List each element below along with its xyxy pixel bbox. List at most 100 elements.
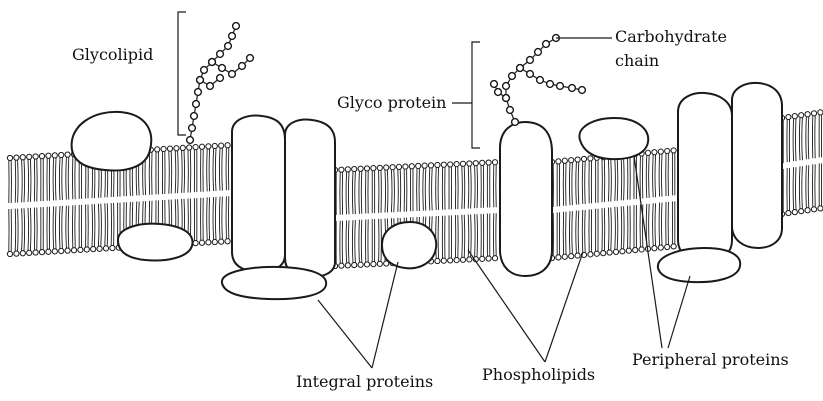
glycoprotein-chain-bead bbox=[543, 41, 550, 48]
phospholipid-head bbox=[39, 250, 44, 255]
phospholipid-head bbox=[575, 253, 580, 258]
phospholipid-tail bbox=[808, 165, 809, 207]
carbohydrate-label-line2: chain bbox=[615, 52, 659, 70]
phospholipid-tail bbox=[59, 158, 60, 200]
embedded-protein-center bbox=[382, 222, 436, 268]
phospholipid-tail bbox=[432, 168, 433, 210]
phospholipid-head bbox=[59, 248, 64, 253]
phospholipid-tail bbox=[215, 149, 216, 191]
phospholipid-tail bbox=[569, 163, 570, 205]
phospholipid-tail bbox=[649, 204, 650, 246]
phospholipids-label: Phospholipids bbox=[482, 366, 595, 384]
phospholipid-tail bbox=[213, 149, 214, 191]
phospholipid-head bbox=[428, 163, 433, 168]
phospholipid-tail bbox=[348, 172, 349, 214]
glycoprotein-chain-bead bbox=[517, 65, 524, 72]
phospholipid-head bbox=[460, 161, 465, 166]
phospholipid-tail bbox=[799, 166, 800, 208]
phospholipid-tail bbox=[608, 208, 609, 250]
peripheral-protein-bottom-left bbox=[118, 224, 193, 261]
phospholipid-head bbox=[473, 161, 478, 166]
phospholipid-head bbox=[193, 241, 198, 246]
phospholipid-head bbox=[818, 110, 823, 115]
phospholipid-head bbox=[199, 144, 204, 149]
phospholipid-head bbox=[33, 154, 38, 159]
phospholipid-head bbox=[358, 166, 363, 171]
peripheral-leader-1 bbox=[634, 156, 662, 348]
phospholipid-tail bbox=[425, 168, 426, 210]
phospholipid-head bbox=[626, 248, 631, 253]
glycoprotein-chain-bead bbox=[491, 81, 498, 88]
phospholipid-head bbox=[556, 159, 561, 164]
phospholipid-head bbox=[65, 248, 70, 253]
phospholipid-head bbox=[620, 249, 625, 254]
glycoprotein-bracket bbox=[472, 42, 480, 148]
phospholipid-head bbox=[448, 162, 453, 167]
phospholipid-head bbox=[27, 250, 32, 255]
phospholipid-head bbox=[575, 157, 580, 162]
phospholipid-tail bbox=[101, 204, 102, 246]
phospholipid-head bbox=[645, 150, 650, 155]
phospholipid-head bbox=[371, 262, 376, 267]
phospholipid-tail bbox=[617, 207, 618, 249]
phospholipid-tail bbox=[348, 220, 349, 262]
phospholipid-tail bbox=[615, 159, 616, 201]
phospholipid-head bbox=[384, 165, 389, 170]
phospholipid-head bbox=[7, 251, 12, 256]
phospholipid-head bbox=[193, 145, 198, 150]
phospholipid-head bbox=[371, 166, 376, 171]
phospholipid-tail bbox=[569, 211, 570, 253]
phospholipid-head bbox=[219, 239, 224, 244]
phospholipid-tail bbox=[578, 162, 579, 204]
glycolipid-chain-bead bbox=[229, 71, 236, 78]
phospholipid-head bbox=[97, 246, 102, 251]
glycolipid-chain-bead bbox=[217, 51, 224, 58]
phospholipid-head bbox=[480, 256, 485, 261]
phospholipid-head bbox=[665, 244, 670, 249]
phospholipid-head bbox=[110, 245, 115, 250]
phospholipid-head bbox=[454, 258, 459, 263]
phospholipid-head bbox=[799, 113, 804, 118]
phospholipid-head bbox=[7, 155, 12, 160]
phospholipid-head bbox=[562, 158, 567, 163]
phospholipid-head bbox=[39, 154, 44, 159]
phospholipid-head bbox=[78, 247, 83, 252]
phospholipid-tail bbox=[423, 168, 424, 210]
phospholipid-head bbox=[14, 251, 19, 256]
phospholipid-tail bbox=[808, 117, 809, 159]
phospholipid-head bbox=[339, 263, 344, 268]
phospholipid-tail bbox=[184, 150, 185, 192]
phospholipid-tail bbox=[22, 160, 23, 202]
phospholipid-tail bbox=[576, 162, 577, 204]
phospholipid-head bbox=[377, 165, 382, 170]
phospholipid-head bbox=[180, 145, 185, 150]
phospholipid-head bbox=[588, 156, 593, 161]
phospholipid-head bbox=[219, 143, 224, 148]
phospholipid-head bbox=[581, 156, 586, 161]
phospholipid-head bbox=[818, 206, 823, 211]
phospholipid-tail bbox=[394, 170, 395, 212]
peripheral-protein-top-right bbox=[579, 118, 648, 159]
glycoprotein-chain-bead bbox=[495, 89, 502, 96]
phospholipid-tail bbox=[471, 166, 472, 208]
phospholipid-tail bbox=[611, 208, 612, 250]
phospholipid-tail bbox=[799, 118, 800, 160]
phospholipid-head bbox=[799, 209, 804, 214]
phospholipid-head bbox=[454, 162, 459, 167]
phospholipid-tail bbox=[655, 155, 656, 197]
phospholipid-head bbox=[225, 239, 230, 244]
glycoprotein-chain-bead bbox=[527, 71, 534, 78]
phospholipid-tail bbox=[105, 203, 106, 245]
phospholipid-tail bbox=[215, 197, 216, 239]
phospholipid-tail bbox=[68, 206, 69, 248]
phospholipid-head bbox=[396, 164, 401, 169]
glycolipid-chain-bead bbox=[191, 113, 198, 120]
phospholipid-head bbox=[467, 161, 472, 166]
phospholipid-head bbox=[46, 249, 51, 254]
phospholipid-head bbox=[562, 254, 567, 259]
integral-protein-left-a bbox=[232, 116, 285, 273]
phospholipid-tail bbox=[346, 220, 347, 262]
phospholipid-head bbox=[225, 143, 230, 148]
phospholipid-tail bbox=[28, 159, 29, 201]
phospholipid-tail bbox=[62, 158, 63, 200]
